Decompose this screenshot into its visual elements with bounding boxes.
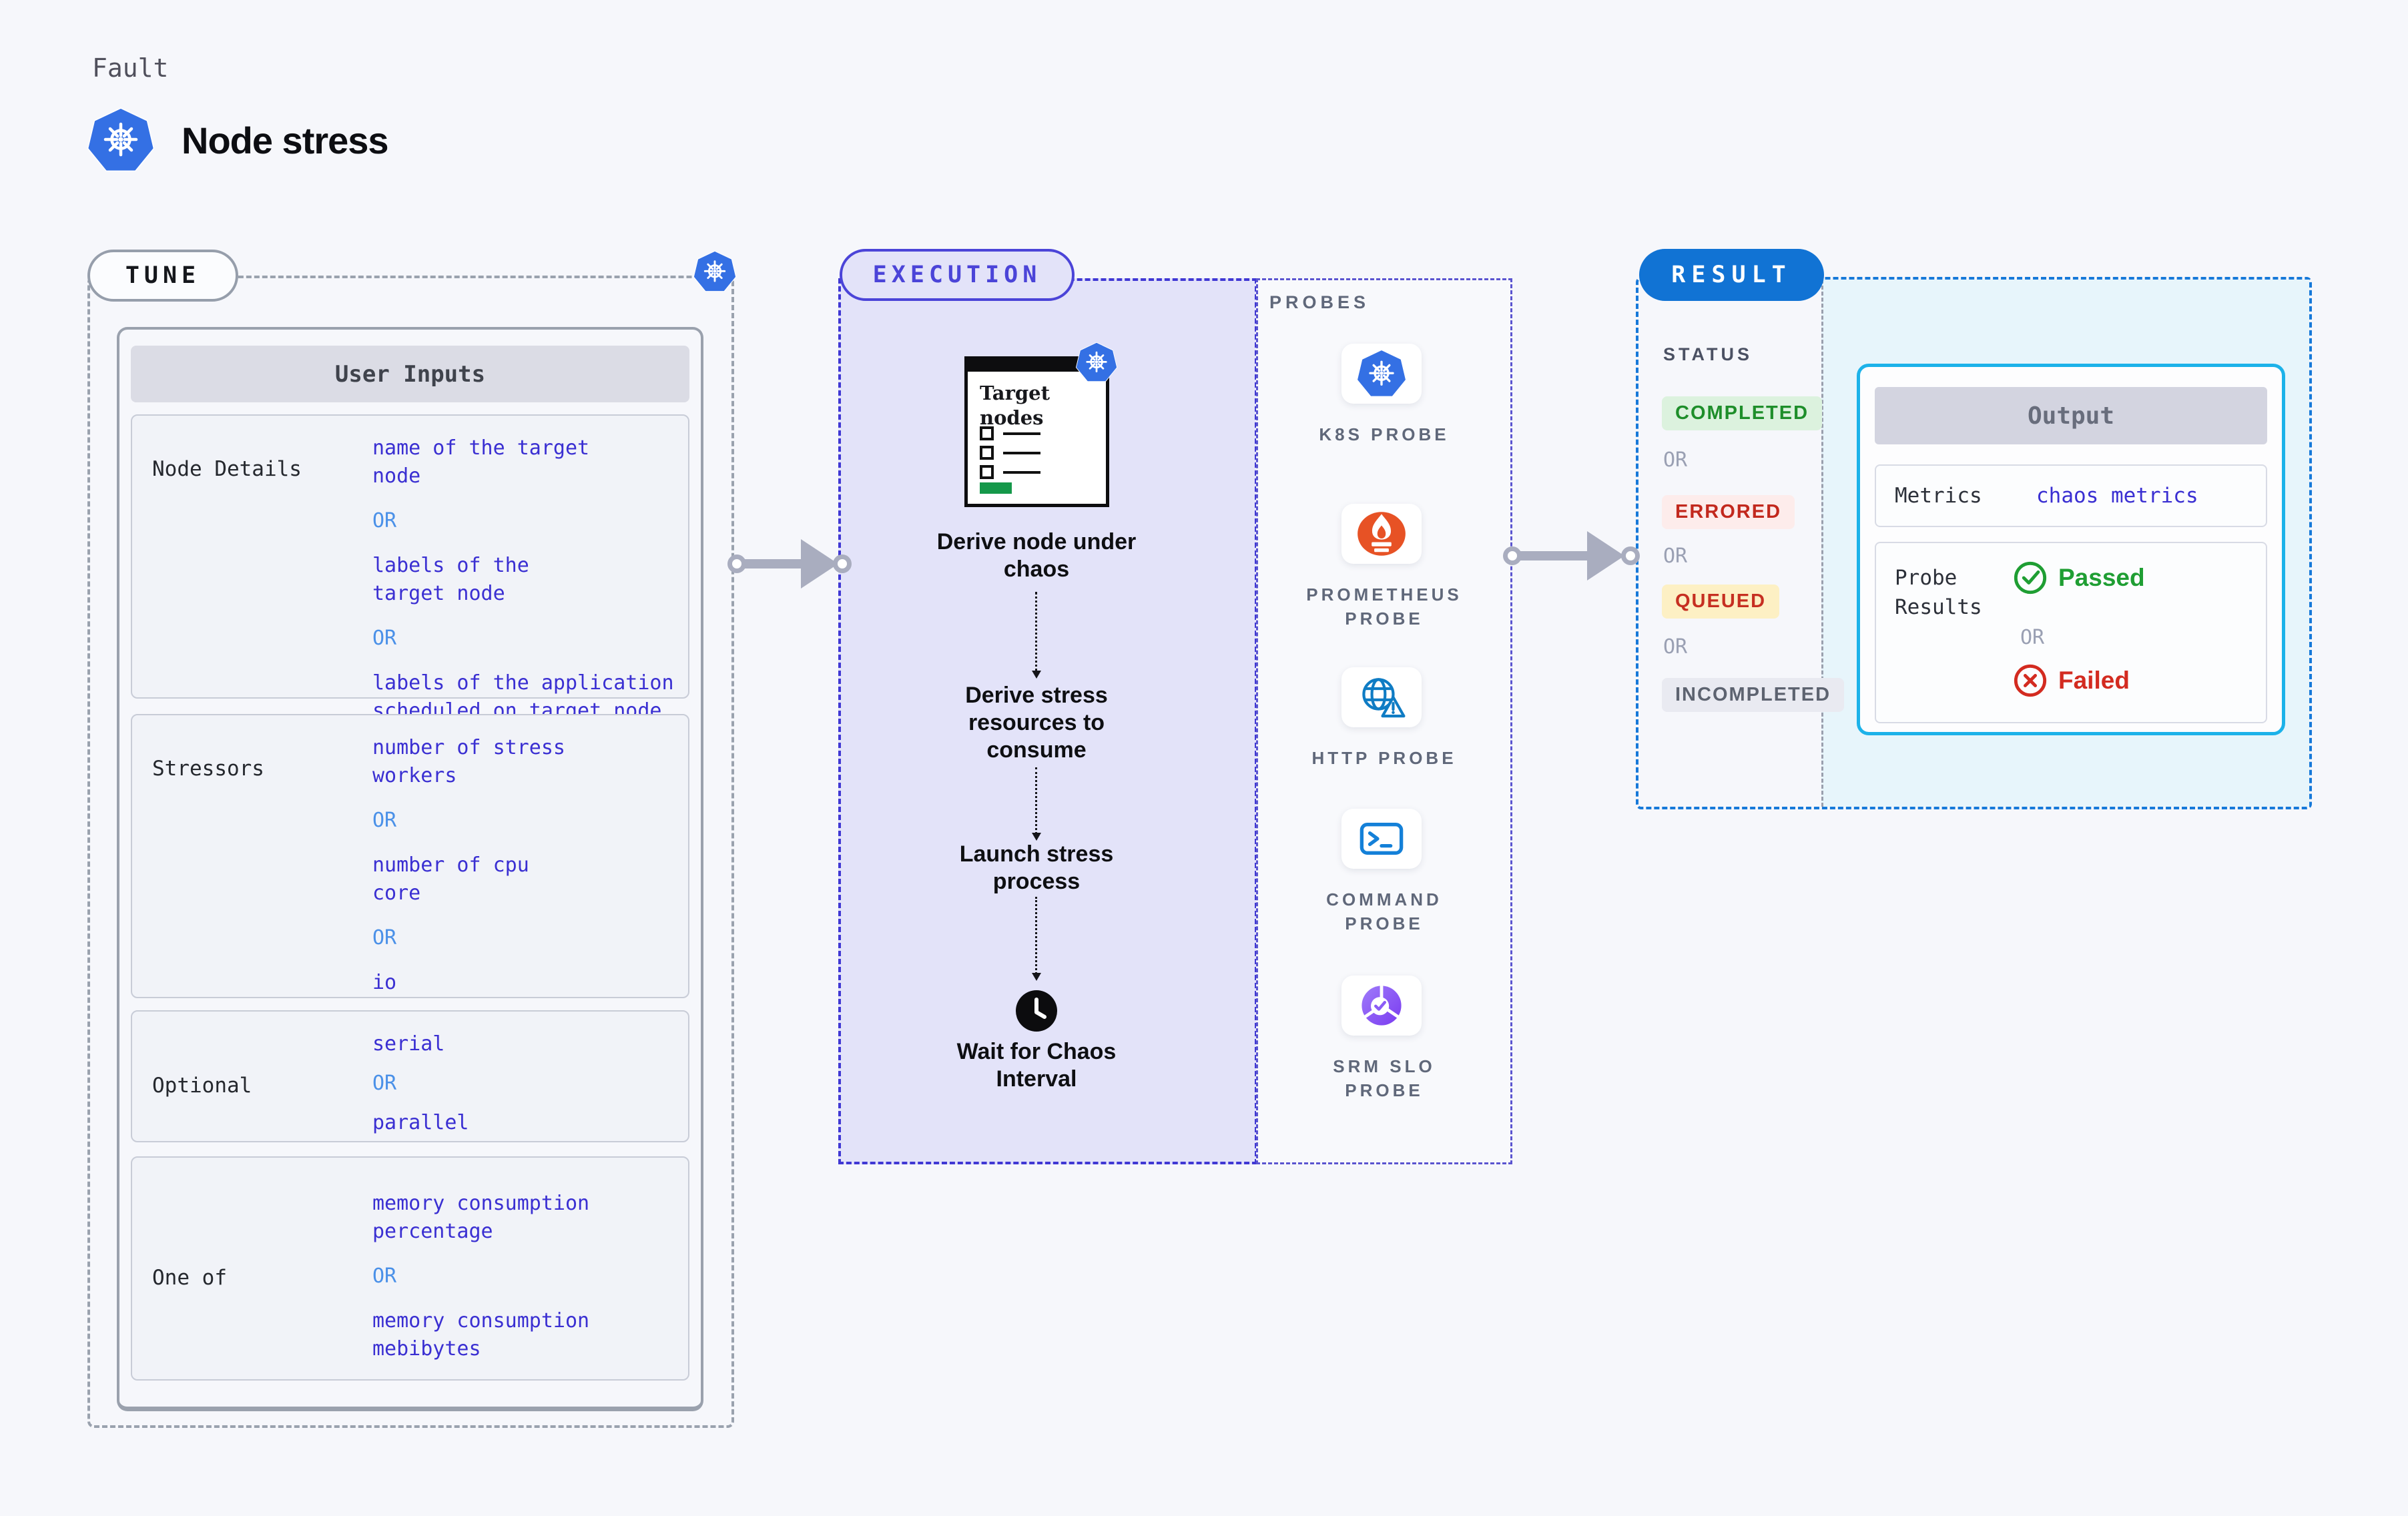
http-probe-card <box>1341 667 1422 727</box>
or-separator: OR <box>372 627 397 650</box>
output-header: Output <box>1875 387 2267 444</box>
probe-label: K8S PROBE <box>1319 424 1450 444</box>
input-option: name of the target node <box>372 436 590 488</box>
step-wait-chaos-interval: Wait for Chaos Interval <box>956 1039 1117 1092</box>
page-title: Node stress <box>182 119 389 161</box>
input-option: number of cpu core <box>372 853 529 905</box>
probes-heading: PROBES <box>1269 292 1370 312</box>
prometheus-probe-card <box>1341 504 1422 564</box>
or-separator: OR <box>2020 626 2045 649</box>
probe-label: HTTP PROBE <box>1311 748 1457 768</box>
or-separator: OR <box>372 926 397 950</box>
probe-label: SRM SLO PROBE <box>1333 1056 1436 1100</box>
check-circle-icon <box>2013 560 2048 595</box>
kubernetes-icon <box>1357 349 1406 398</box>
dotted-arrow-icon <box>1032 592 1041 679</box>
or-separator: OR <box>372 1072 397 1095</box>
input-row-node-details: Node Details name of the target node OR … <box>131 414 689 723</box>
srm-slo-probe-card <box>1341 976 1422 1036</box>
user-inputs-header: User Inputs <box>131 346 689 402</box>
probe-result-failed: Failed <box>2013 663 2130 698</box>
prometheus-icon <box>1356 508 1408 560</box>
input-option: serial <box>372 1032 445 1056</box>
row-label: Node Details <box>152 457 302 481</box>
result-pill: RESULT <box>1639 249 1824 301</box>
row-values: name of the target node OR labels of the… <box>372 434 688 723</box>
status-badge-errored: ERRORED <box>1662 495 1795 529</box>
or-separator: OR <box>372 1264 397 1288</box>
x-circle-icon <box>2013 663 2048 698</box>
passed-label: Passed <box>2058 564 2145 591</box>
kubernetes-icon <box>87 107 154 173</box>
row-values: serial OR parallel <box>372 1030 688 1141</box>
dotted-arrow-icon <box>1032 897 1041 981</box>
metrics-row: Metrics chaos metrics <box>1875 464 2267 527</box>
row-values: number of stress workers OR number of cp… <box>372 734 688 997</box>
checklist-item <box>980 426 1040 440</box>
target-nodes-title: Target nodes <box>980 382 1050 429</box>
globe-alert-icon <box>1356 672 1407 723</box>
slo-pie-icon <box>1355 979 1408 1032</box>
terminal-icon <box>1356 813 1407 864</box>
fault-eyebrow: Fault <box>92 53 169 83</box>
checklist-item <box>980 465 1040 479</box>
row-label: One of <box>152 1266 227 1290</box>
row-label: Optional <box>152 1074 252 1098</box>
tune-pill: TUNE <box>87 250 238 302</box>
status-badge-queued: QUEUED <box>1662 585 1780 619</box>
input-option: memory consumption percentage <box>372 1192 590 1243</box>
input-option: io <box>372 971 397 994</box>
probe-results-label: Probe Results <box>1895 566 1982 619</box>
row-label: Stressors <box>152 757 264 781</box>
kubernetes-icon <box>693 250 736 293</box>
metrics-label: Metrics <box>1895 484 1982 508</box>
k8s-probe-card <box>1341 344 1422 404</box>
status-badge-incompleted: INCOMPLETED <box>1662 678 1845 712</box>
input-row-one-of: One of memory consumption percentage OR … <box>131 1156 689 1381</box>
status-heading: STATUS <box>1663 344 1753 364</box>
or-separator: OR <box>372 509 397 532</box>
probe-results-row: Probe Results Passed OR Failed <box>1875 542 2267 723</box>
tune-section <box>87 276 734 1428</box>
probe-result-passed: Passed <box>2013 560 2145 595</box>
card-top-bar <box>968 360 1106 372</box>
failed-label: Failed <box>2058 667 2130 694</box>
input-option: number of stress workers <box>372 736 565 787</box>
green-bar <box>980 482 1012 494</box>
probe-label: COMMAND PROBE <box>1326 889 1442 933</box>
input-option: memory consumption mebibytes <box>372 1309 590 1361</box>
or-separator: OR <box>1663 635 1688 659</box>
input-option: labels of the target node <box>372 554 529 605</box>
input-row-stressors: Stressors number of stress workers OR nu… <box>131 714 689 998</box>
clock-icon <box>1016 990 1057 1032</box>
input-row-optional: Optional serial OR parallel <box>131 1010 689 1142</box>
command-probe-card <box>1341 809 1422 869</box>
row-values: memory consumption percentage OR memory … <box>372 1176 688 1379</box>
input-option: parallel <box>372 1111 469 1134</box>
metrics-value: chaos metrics <box>2036 484 2198 508</box>
kubernetes-icon <box>1076 342 1117 383</box>
or-separator: OR <box>1663 448 1688 472</box>
status-badge-completed: COMPLETED <box>1662 396 1823 430</box>
execution-pill: EXECUTION <box>840 249 1075 301</box>
dotted-arrow-icon <box>1032 767 1041 841</box>
target-nodes-illustration: Target nodes <box>964 356 1109 507</box>
checklist-item <box>980 446 1040 460</box>
or-separator: OR <box>372 809 397 832</box>
step-launch-stress: Launch stress process <box>959 841 1114 894</box>
probe-label: PROMETHEUS PROBE <box>1306 585 1462 629</box>
step-derive-node: Derive node under chaos <box>936 529 1137 582</box>
output-card: Output Metrics chaos metrics Probe Resul… <box>1857 364 2285 735</box>
or-separator: OR <box>1663 544 1688 568</box>
step-derive-stress: Derive stress resources to consume <box>965 683 1108 763</box>
user-inputs-panel <box>117 327 703 1411</box>
